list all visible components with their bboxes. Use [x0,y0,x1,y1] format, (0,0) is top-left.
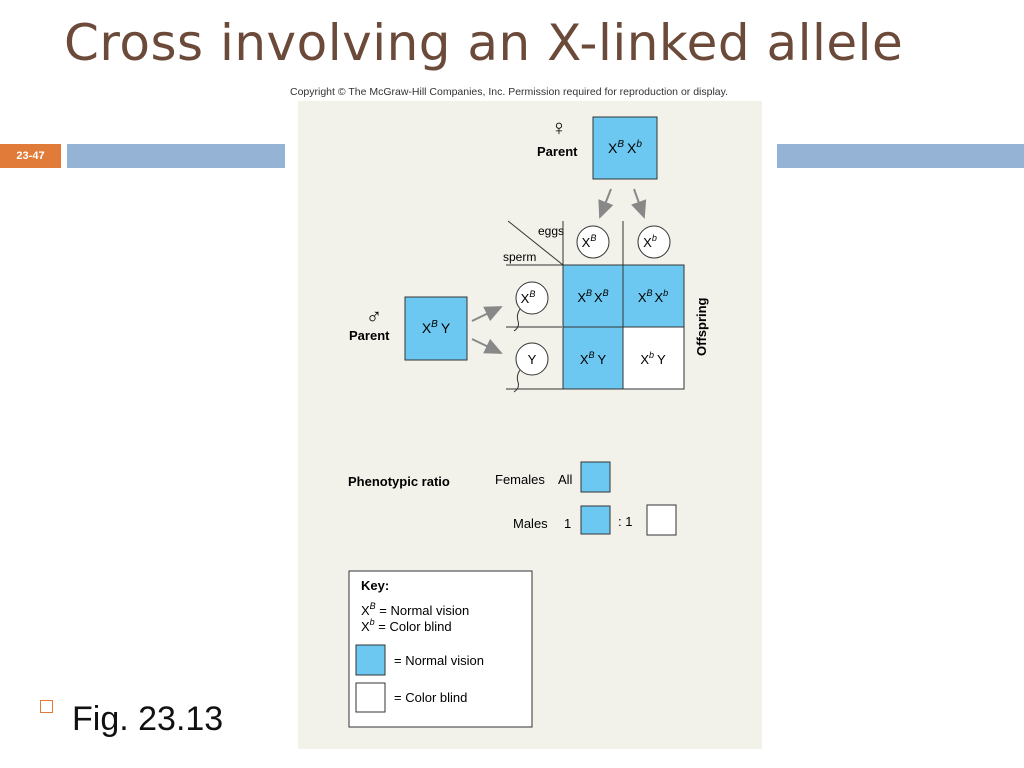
bullet-text: Fig. 23.13 [72,700,224,738]
sperm-arrow-top [471,306,503,322]
males-colorblind-count: : 1 [618,514,632,529]
key-normal-label: = Normal vision [394,653,484,668]
female-normal-swatch [580,461,611,493]
sperm-gamete-label: XB [521,289,536,306]
egg-gamete [637,225,671,259]
key-line-normal: XB = Normal vision [361,601,469,618]
offspring-label: Offspring [694,297,709,356]
egg-arrow-left [598,188,614,219]
females-value: All [558,472,573,487]
sperm-label: sperm [503,250,536,264]
eggs-label: eggs [538,224,564,238]
sperm-tail-icon [513,308,521,332]
offspring-cell [622,264,685,328]
sperm-gamete-label: Y [528,352,537,367]
egg-gamete [576,225,610,259]
sperm-tail-icon [513,369,521,393]
male-colorblind-swatch [646,504,677,536]
key-title: Key: [361,578,389,593]
header-diagonal [507,220,564,266]
female-parent-label: Parent [537,144,578,159]
phenotypic-ratio-label: Phenotypic ratio [348,474,450,489]
header-bar-right [777,144,1024,168]
key-normal-swatch [355,644,386,676]
egg-gamete-label: Xb [643,233,657,250]
males-normal-count: 1 [564,516,571,531]
females-label: Females [495,472,545,487]
bullet-icon [40,700,53,718]
female-parent-box [592,116,658,180]
male-parent-box [404,296,468,361]
key-colorblind-label: = Color blind [394,690,467,705]
male-normal-swatch [580,505,611,535]
egg-arrow-right [631,188,647,219]
key-line-colorblind: Xb = Color blind [361,617,452,634]
male-symbol-icon: ♂ [366,304,383,329]
egg-gamete-label: XB [582,233,597,250]
males-label: Males [513,516,548,531]
slide-number: 23-47 [0,144,61,168]
slide-title: Cross involving an X-linked allele [64,14,904,72]
offspring-cell [562,264,624,328]
key-colorblind-swatch [355,682,386,713]
sperm-arrow-bottom [471,338,503,354]
header-bar-left [67,144,285,168]
copyright-notice: Copyright © The McGraw-Hill Companies, I… [290,86,729,98]
female-symbol-icon: ♀ [551,115,568,140]
sperm-gamete [515,342,549,376]
offspring-cell [622,326,685,390]
sperm-gamete [515,281,549,315]
male-parent-label: Parent [349,328,390,343]
offspring-cell [562,326,624,390]
